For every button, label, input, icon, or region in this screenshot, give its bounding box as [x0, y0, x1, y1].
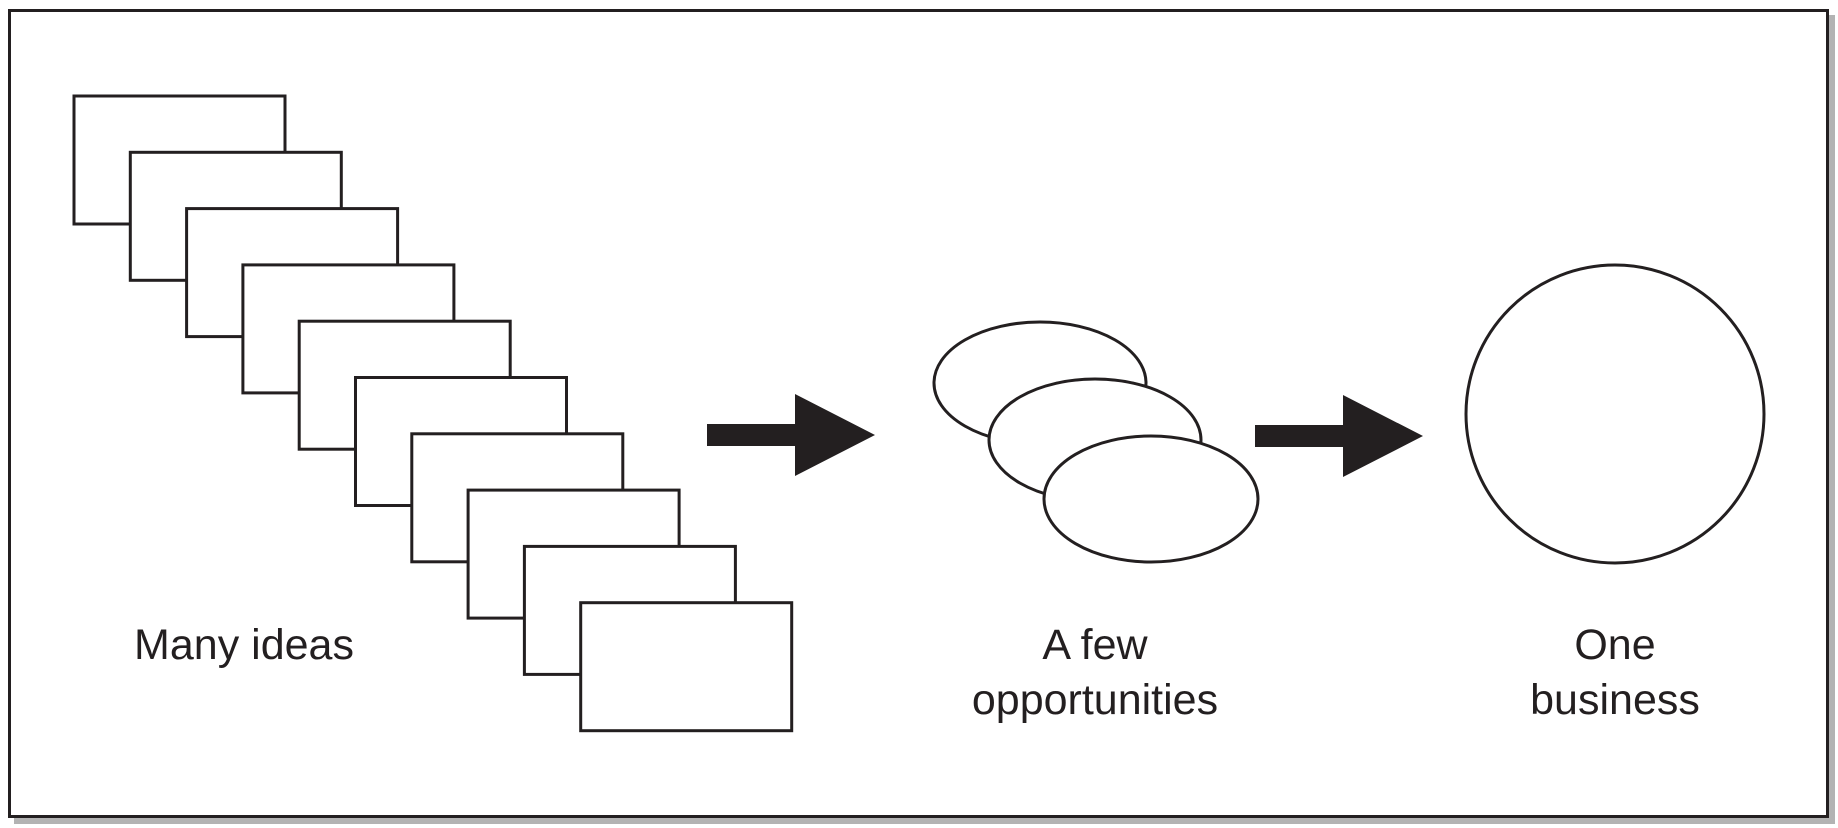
label-many-ideas: Many ideas	[94, 618, 394, 673]
arrow-right-icon	[707, 394, 875, 476]
label-line: opportunities	[971, 676, 1219, 724]
opportunity-ellipse	[1042, 434, 1260, 564]
label-line: A few	[1042, 621, 1148, 669]
label-a-few-opportunities: A few opportunities	[945, 618, 1245, 728]
label-line: business	[1530, 676, 1700, 724]
business-circle	[1464, 263, 1766, 565]
label-one-business: One business	[1465, 618, 1765, 728]
label-line: Many ideas	[134, 621, 354, 669]
label-line: One	[1574, 621, 1656, 669]
arrow-right-icon	[1255, 395, 1423, 477]
idea-card	[579, 601, 794, 733]
